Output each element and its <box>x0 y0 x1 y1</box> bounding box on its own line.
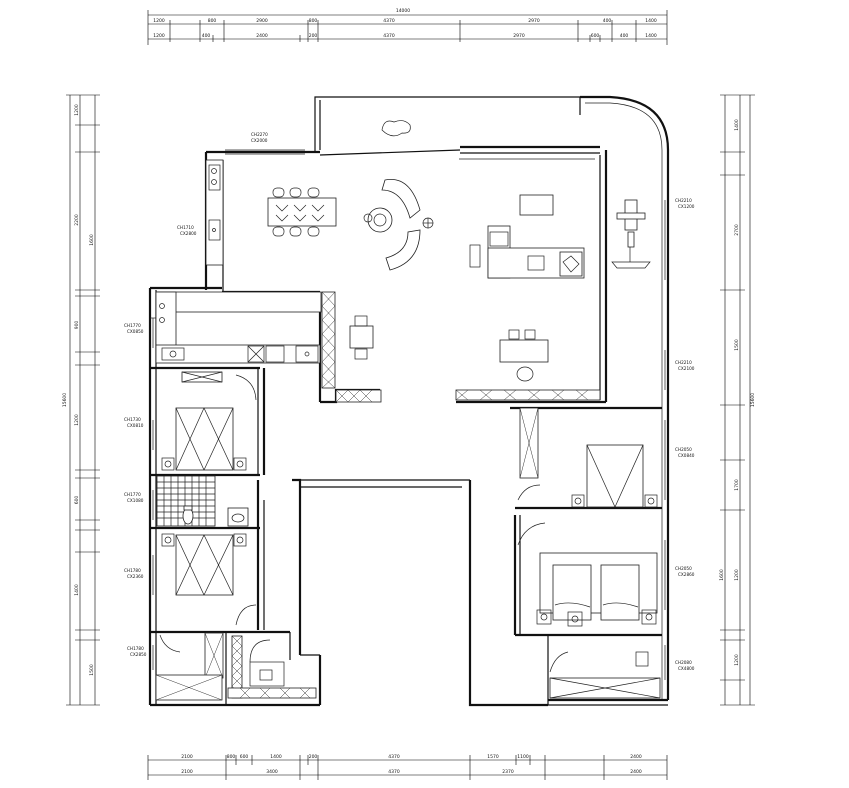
master-bed <box>517 522 658 627</box>
svg-text:1200: 1200 <box>734 569 740 581</box>
treadmill <box>611 199 651 269</box>
svg-text:1200: 1200 <box>153 18 165 24</box>
svg-text:CX1200: CX1200 <box>678 204 695 209</box>
balcony-planter <box>381 120 411 137</box>
svg-text:800: 800 <box>227 754 236 760</box>
cabinet-hatched <box>155 291 601 701</box>
svg-text:2100: 2100 <box>181 754 193 760</box>
svg-text:1200: 1200 <box>734 654 740 666</box>
top-total-dim: 14000 <box>396 8 410 14</box>
svg-text:1200: 1200 <box>74 104 80 116</box>
svg-text:400: 400 <box>620 33 629 39</box>
top-dimension-chain: 14000 1200 800 2900 800 4370 2970 400 14… <box>147 8 668 45</box>
dining-table <box>267 187 337 237</box>
svg-text:2370: 2370 <box>502 769 514 775</box>
svg-text:CX0850: CX0850 <box>127 329 144 334</box>
svg-text:2400: 2400 <box>256 33 268 39</box>
svg-text:CX1080: CX1080 <box>127 498 144 503</box>
svg-text:CX2800: CX2800 <box>180 231 197 236</box>
svg-text:200: 200 <box>309 33 318 39</box>
lounge-round-sofa <box>363 178 434 271</box>
svg-text:CH1770: CH1770 <box>124 492 141 497</box>
svg-text:CH2050: CH2050 <box>675 447 692 452</box>
svg-text:800: 800 <box>309 18 318 24</box>
svg-text:1600: 1600 <box>89 234 95 246</box>
svg-text:200: 200 <box>309 754 318 760</box>
room-tags: CH2270 CX2000 CH1710 CX2800 CH1770 CX085… <box>124 132 695 671</box>
svg-text:CH2080: CH2080 <box>675 660 692 665</box>
bedroom-bed-3 <box>517 444 658 508</box>
svg-text:1500: 1500 <box>89 664 95 676</box>
svg-text:CX2100: CX2100 <box>678 366 695 371</box>
svg-text:600: 600 <box>74 496 80 505</box>
kitchen-counter <box>205 159 224 266</box>
svg-text:1400: 1400 <box>645 18 657 24</box>
svg-text:CH2210: CH2210 <box>675 198 692 203</box>
right-total-dim: 15600 <box>750 393 756 407</box>
svg-text:4370: 4370 <box>388 754 400 760</box>
svg-text:1400: 1400 <box>734 119 740 131</box>
kitchen-lower <box>155 291 322 364</box>
windows <box>150 149 666 680</box>
bedroom-bed-2 <box>159 533 285 687</box>
svg-text:1200: 1200 <box>153 33 165 39</box>
bottom-dimension-chain: 2100 800 600 1400 200 4370 1570 1100 240… <box>147 754 668 780</box>
bathroom-tiles <box>156 475 249 527</box>
svg-text:1400: 1400 <box>270 754 282 760</box>
svg-text:1600: 1600 <box>719 569 725 581</box>
svg-text:4370: 4370 <box>383 33 395 39</box>
svg-text:CH2270: CH2270 <box>251 132 268 137</box>
svg-text:CX2850: CX2850 <box>130 652 147 657</box>
svg-text:1570: 1570 <box>487 754 499 760</box>
svg-text:CH1770: CH1770 <box>124 323 141 328</box>
svg-text:1700: 1700 <box>734 479 740 491</box>
svg-text:CX2860: CX2860 <box>678 572 695 577</box>
svg-text:1400: 1400 <box>74 584 80 596</box>
svg-text:900: 900 <box>74 321 80 330</box>
svg-text:1400: 1400 <box>645 33 657 39</box>
svg-text:400: 400 <box>603 18 612 24</box>
svg-text:1500: 1500 <box>734 339 740 351</box>
svg-text:400: 400 <box>202 33 211 39</box>
svg-text:2200: 2200 <box>74 214 80 226</box>
svg-text:1200: 1200 <box>74 414 80 426</box>
right-dimension-chain: 15600 1400 2700 1500 1700 1200 1600 1200 <box>719 94 756 706</box>
svg-text:3400: 3400 <box>266 769 278 775</box>
svg-text:CX2360: CX2360 <box>127 574 144 579</box>
svg-text:CX0840: CX0840 <box>678 453 695 458</box>
svg-text:CX4800: CX4800 <box>678 666 695 671</box>
svg-text:CH1780: CH1780 <box>124 568 141 573</box>
svg-text:2970: 2970 <box>528 18 540 24</box>
desk-chairs <box>349 315 549 382</box>
svg-text:2100: 2100 <box>181 769 193 775</box>
svg-text:CH1780: CH1780 <box>127 646 144 651</box>
svg-text:CH1710: CH1710 <box>177 225 194 230</box>
svg-text:600: 600 <box>591 33 600 39</box>
svg-text:1100: 1100 <box>517 754 529 760</box>
svg-text:2400: 2400 <box>630 754 642 760</box>
svg-text:2700: 2700 <box>734 224 740 236</box>
svg-text:4370: 4370 <box>388 769 400 775</box>
svg-text:4370: 4370 <box>383 18 395 24</box>
svg-text:CH1730: CH1730 <box>124 417 141 422</box>
svg-text:2970: 2970 <box>513 33 525 39</box>
svg-text:CH2050: CH2050 <box>675 566 692 571</box>
svg-text:CX2000: CX2000 <box>251 138 268 143</box>
svg-text:2400: 2400 <box>630 769 642 775</box>
svg-text:800: 800 <box>208 18 217 24</box>
left-total-dim: 15600 <box>62 393 68 407</box>
svg-text:CX0810: CX0810 <box>127 423 144 428</box>
bedroom-bed-1 <box>161 371 257 471</box>
walk-in-closet <box>549 651 661 699</box>
svg-text:CH2210: CH2210 <box>675 360 692 365</box>
left-dimension-chain: 15600 1200 2200 900 1200 600 1400 1600 1… <box>62 94 100 706</box>
living-room-sofa <box>469 194 585 279</box>
svg-text:2900: 2900 <box>256 18 268 24</box>
svg-text:600: 600 <box>240 754 249 760</box>
